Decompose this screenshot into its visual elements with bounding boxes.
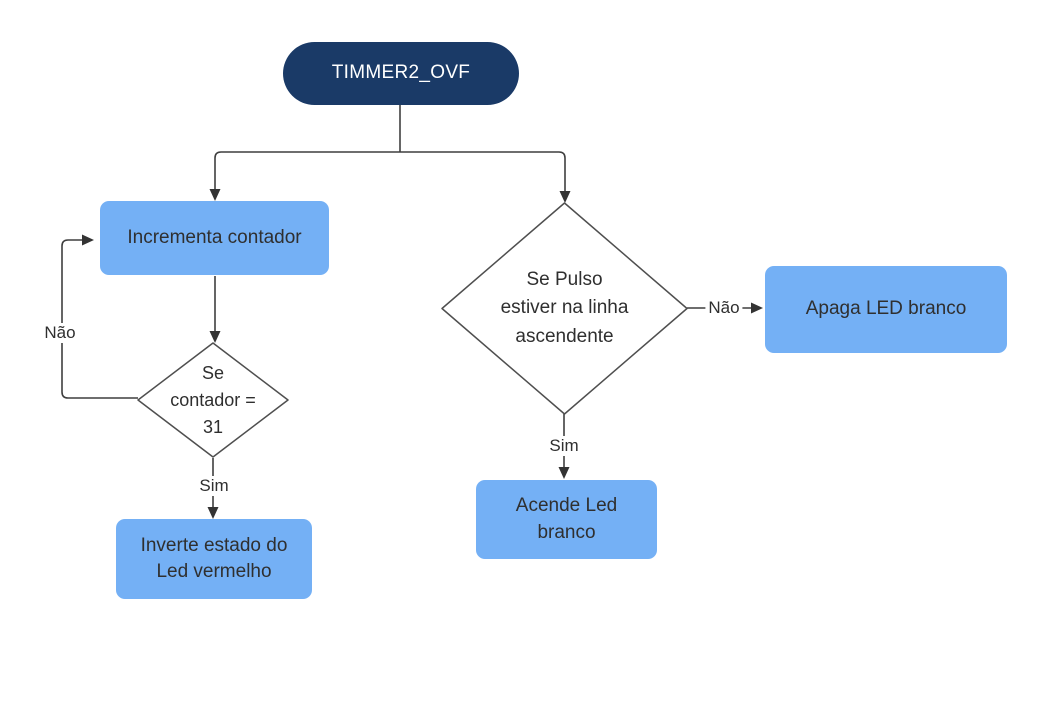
arrowhead-to-acende xyxy=(558,467,570,479)
decision-counter-equals-31: Se contador = 31 xyxy=(137,342,289,458)
decision-counter-line-1: Se xyxy=(201,362,225,383)
process-turn-off-white-led-label: Apaga LED branco xyxy=(805,298,967,320)
decision-pulse-rising-edge: Se Pulso estiver na linha ascendente xyxy=(441,202,688,415)
edge-counter-no-loop xyxy=(61,239,138,399)
edge-label-counter-no: Não xyxy=(41,323,79,343)
diamond-shape xyxy=(137,342,289,458)
arrowhead-to-apaga xyxy=(751,302,763,314)
decision-counter-text: Se contador = 31 xyxy=(138,343,288,457)
process-turn-off-white-led: Apaga LED branco xyxy=(765,266,1007,353)
decision-counter-line-2: contador = xyxy=(170,389,256,410)
arrowhead-to-invert-red xyxy=(207,507,219,519)
edge-label-pulse-no: Não xyxy=(705,298,743,318)
edge-label-counter-yes: Sim xyxy=(196,476,232,496)
edge-label-pulse-yes: Sim xyxy=(546,436,582,456)
process-turn-on-white-led-line-1: Acende Led xyxy=(515,495,618,517)
process-increment-counter: Incrementa contador xyxy=(100,201,329,275)
decision-pulse-line-3: ascendente xyxy=(515,325,614,347)
edge-start-to-pulse-check xyxy=(400,151,566,192)
arrowhead-to-counter-check xyxy=(209,331,221,343)
arrowhead-loop-to-increment xyxy=(82,234,94,246)
decision-pulse-line-1: Se Pulso xyxy=(526,268,603,290)
process-invert-red-led: Inverte estado do Led vermelho xyxy=(116,519,312,599)
edge-start-to-increment xyxy=(214,151,400,190)
process-increment-counter-label: Incrementa contador xyxy=(127,226,302,248)
process-turn-on-white-led-line-2: branco xyxy=(537,521,596,543)
process-turn-on-white-led: Acende Led branco xyxy=(476,480,657,559)
decision-pulse-text: Se Pulso estiver na linha ascendente xyxy=(442,203,687,414)
start-node-label: TIMMER2_OVF xyxy=(331,62,471,84)
decision-counter-line-3: 31 xyxy=(202,416,224,437)
decision-pulse-line-2: estiver na linha xyxy=(500,297,629,319)
start-node: TIMMER2_OVF xyxy=(283,42,519,105)
process-invert-red-led-line-1: Inverte estado do xyxy=(140,534,288,556)
diamond-shape xyxy=(441,202,688,415)
arrowhead-to-increment xyxy=(209,189,221,201)
arrowhead-to-pulse-check xyxy=(559,191,571,203)
process-invert-red-led-line-2: Led vermelho xyxy=(156,561,272,582)
